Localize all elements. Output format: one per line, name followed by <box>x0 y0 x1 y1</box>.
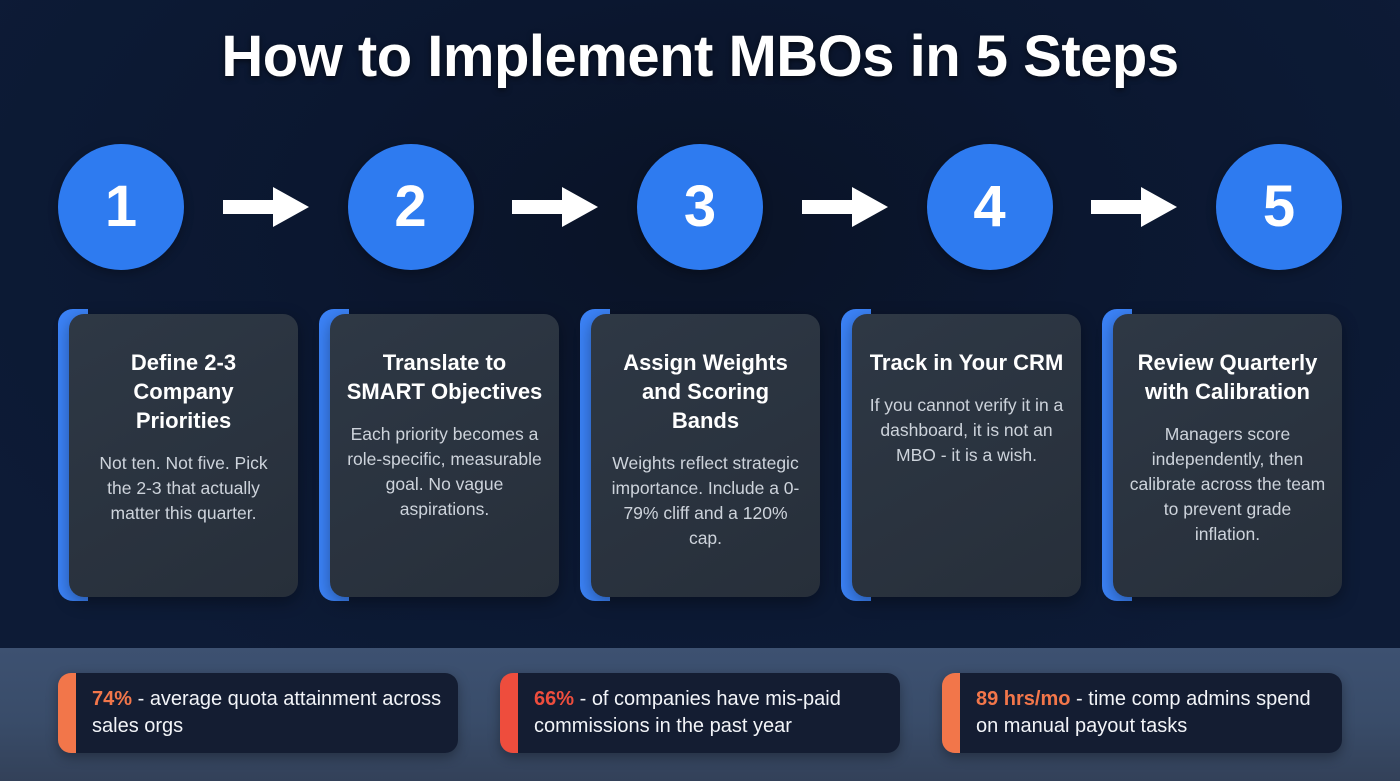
stat-caption: average quota attainment across sales or… <box>92 688 442 737</box>
card-title: Translate to SMART Objectives <box>346 350 543 404</box>
stat-value: 89 hrs/mo <box>976 688 1071 710</box>
step-circle-2: 2 <box>347 144 474 270</box>
stat-caption: of companies have mis-paid commissions i… <box>534 688 841 737</box>
stat-text: 66% - of companies have mis-paid commiss… <box>518 673 900 753</box>
step-card-4: Track in Your CRM If you cannot verify i… <box>841 306 1081 604</box>
stat-value: 74% <box>92 688 133 710</box>
stat-pill-2: 66% - of companies have mis-paid commiss… <box>500 673 900 753</box>
step-card-row: Define 2-3 Company Priorities Not ten. N… <box>58 306 1342 606</box>
step-circle-5: 5 <box>1216 144 1342 270</box>
arrow-right-icon <box>512 187 599 227</box>
stat-separator: - <box>1070 688 1089 710</box>
step-card-2: Translate to SMART Objectives Each prior… <box>319 306 559 604</box>
step-number-label: 1 <box>104 174 138 239</box>
arrow-right-icon <box>222 187 309 227</box>
card-body: Track in Your CRM If you cannot verify i… <box>852 314 1081 597</box>
card-description: Managers score independently, then calib… <box>1129 424 1326 544</box>
step-number-label: 4 <box>973 174 1006 239</box>
stat-accent-bar <box>942 673 960 753</box>
card-body: Review Quarterly with Calibration Manage… <box>1113 314 1342 597</box>
stat-text: 74% - average quota attainment across sa… <box>76 673 458 753</box>
step-card-3: Assign Weights and Scoring Bands Weights… <box>580 306 820 604</box>
card-title: Assign Weights and Scoring Bands <box>623 350 788 433</box>
step-number-label: 5 <box>1262 174 1296 239</box>
arrow-right-icon <box>1091 187 1178 227</box>
card-description: Not ten. Not five. Pick the 2-3 that act… <box>99 453 268 523</box>
stats-row: 74% - average quota attainment across sa… <box>58 673 1342 753</box>
stat-separator: - <box>574 688 592 710</box>
stat-caption: time comp admins spend on manual payout … <box>976 688 1311 737</box>
stats-band: 74% - average quota attainment across sa… <box>0 648 1400 781</box>
step-circle-3: 3 <box>637 144 763 270</box>
card-description: Each priority becomes a role-specific, m… <box>347 424 542 519</box>
step-card-5: Review Quarterly with Calibration Manage… <box>1102 306 1342 604</box>
step-number-label: 2 <box>394 174 427 239</box>
card-description: If you cannot verify it in a dashboard, … <box>869 395 1064 465</box>
card-title: Track in Your CRM <box>869 350 1064 375</box>
stat-separator: - <box>132 688 150 710</box>
card-description: Weights reflect strategic importance. In… <box>611 453 800 548</box>
card-body: Translate to SMART Objectives Each prior… <box>330 314 559 597</box>
card-body: Define 2-3 Company Priorities Not ten. N… <box>69 314 298 597</box>
stat-value: 66% <box>534 688 575 710</box>
step-circle-1: 1 <box>58 144 184 270</box>
card-title: Define 2-3 Company Priorities <box>130 350 237 433</box>
step-card-1: Define 2-3 Company Priorities Not ten. N… <box>58 306 298 604</box>
step-circle-4: 4 <box>926 144 1053 270</box>
step-number-label: 3 <box>683 174 717 239</box>
stat-pill-1: 74% - average quota attainment across sa… <box>58 673 458 753</box>
page-title: How to Implement MBOs in 5 Steps <box>221 24 1179 89</box>
card-body: Assign Weights and Scoring Bands Weights… <box>591 314 820 597</box>
stat-text: 89 hrs/mo - time comp admins spend on ma… <box>960 673 1342 753</box>
step-number-row: 1 2 3 4 5 <box>58 144 1342 270</box>
stat-accent-bar <box>500 673 518 753</box>
stat-pill-3: 89 hrs/mo - time comp admins spend on ma… <box>942 673 1342 753</box>
stat-accent-bar <box>58 673 76 753</box>
card-title: Review Quarterly with Calibration <box>1137 350 1318 404</box>
arrow-right-icon <box>801 187 888 227</box>
